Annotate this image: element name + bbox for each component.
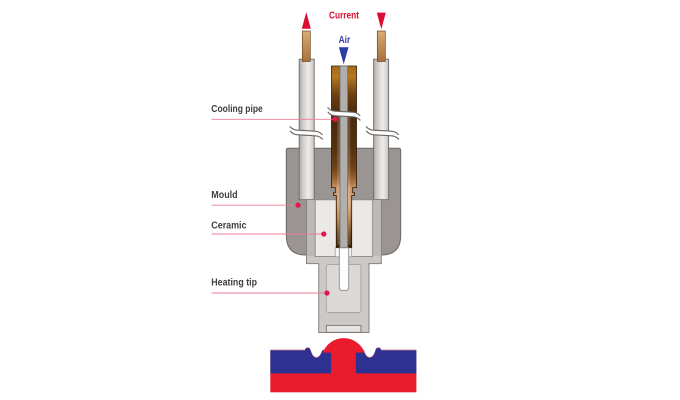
svg-text:Air: Air [339, 34, 351, 46]
svg-text:Heating tip: Heating tip [211, 278, 257, 289]
svg-text:Mould: Mould [211, 190, 237, 201]
svg-text:Cooling pipe: Cooling pipe [211, 104, 263, 115]
svg-text:Ceramic: Ceramic [211, 221, 246, 232]
svg-text:Current: Current [329, 9, 359, 21]
